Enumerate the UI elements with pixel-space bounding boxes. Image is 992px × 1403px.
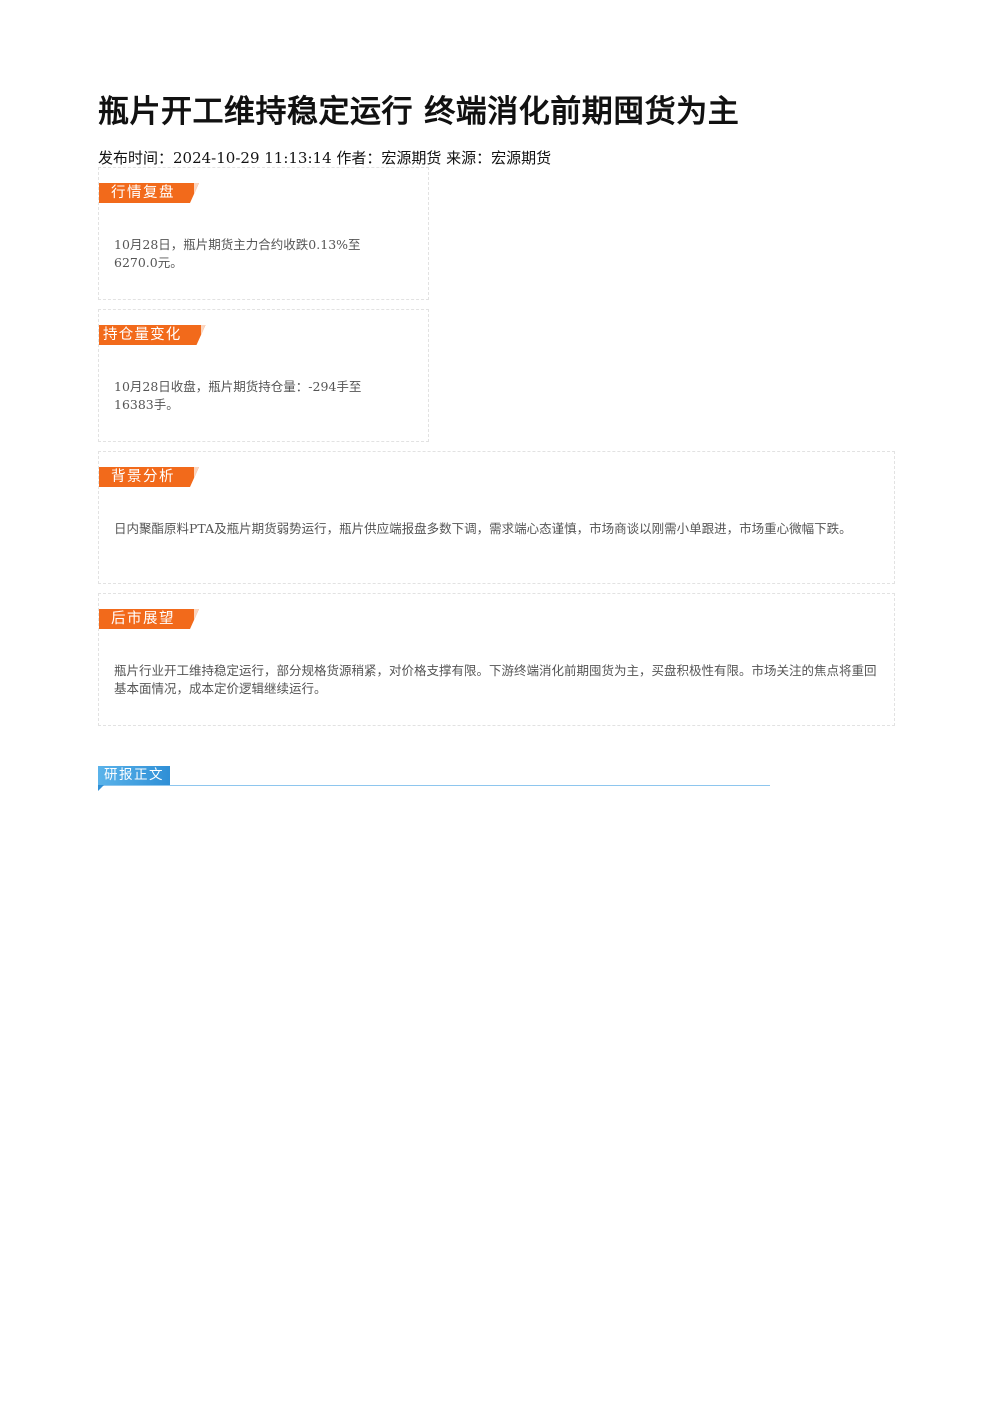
- report-body-header: 研报正文: [98, 766, 770, 792]
- card-text: 10月28日，瓶片期货主力合约收跌0.13%至6270.0元。: [114, 237, 361, 270]
- card-label: 持仓量变化: [99, 325, 206, 345]
- report-body-label: 研报正文: [98, 766, 170, 785]
- article-title: 瓶片开工维持稳定运行 终端消化前期囤货为主: [98, 94, 740, 130]
- card-market-review: 行情复盘 10月28日，瓶片期货主力合约收跌0.13%至6270.0元。: [98, 167, 429, 300]
- card-outlook: 后市展望 瓶片行业开工维持稳定运行，部分规格货源稍紧，对价格支撑有限。下游终端消…: [98, 593, 895, 726]
- card-label: 后市展望: [99, 609, 199, 629]
- card-text: 瓶片行业开工维持稳定运行，部分规格货源稍紧，对价格支撑有限。下游终端消化前期囤货…: [114, 663, 877, 696]
- card-text: 10月28日收盘，瓶片期货持仓量：-294手至16383手。: [114, 379, 362, 412]
- section-divider: [98, 785, 770, 786]
- card-background-analysis: 背景分析 日内聚酯原料PTA及瓶片期货弱势运行，瓶片供应端报盘多数下调，需求端心…: [98, 451, 895, 584]
- card-open-interest: 持仓量变化 10月28日收盘，瓶片期货持仓量：-294手至16383手。: [98, 309, 429, 442]
- card-label: 背景分析: [99, 467, 199, 487]
- label-tail: [98, 785, 104, 791]
- card-text: 日内聚酯原料PTA及瓶片期货弱势运行，瓶片供应端报盘多数下调，需求端心态谨慎，市…: [114, 521, 852, 536]
- article-meta: 发布时间：2024-10-29 11:13:14 作者：宏源期货 来源：宏源期货: [98, 149, 552, 167]
- card-label: 行情复盘: [99, 183, 199, 203]
